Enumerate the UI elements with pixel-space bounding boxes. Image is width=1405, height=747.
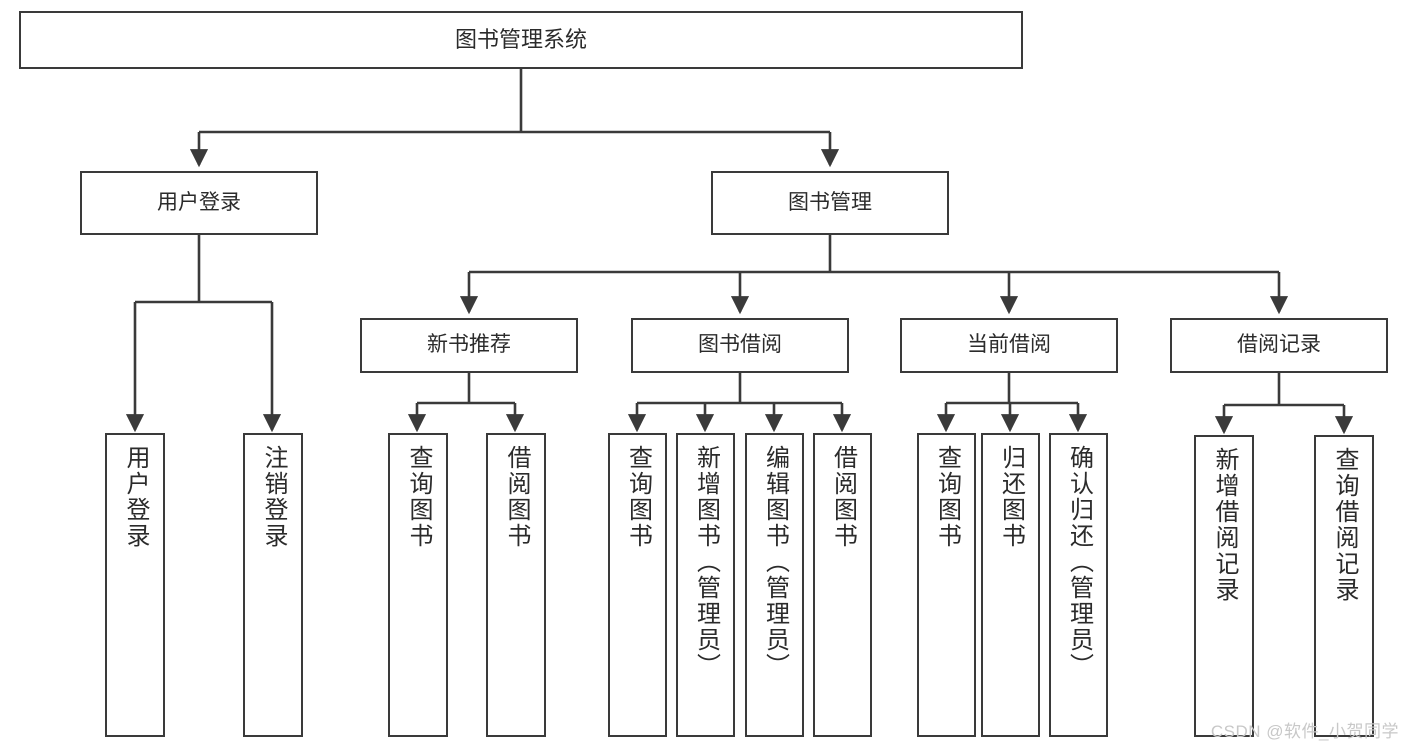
node-borrow-record-label: 借阅记录 — [1237, 333, 1321, 357]
node-leaf-book-borrow-add-label: 新增图书（管理员） — [692, 445, 720, 679]
node-book-management-label: 图书管理 — [788, 190, 872, 214]
node-leaf-book-borrow-query[interactable]: 查询图书 — [608, 433, 667, 737]
node-current-borrow-label: 当前借阅 — [967, 333, 1051, 357]
node-leaf-current-borrow-return[interactable]: 归还图书 — [981, 433, 1040, 737]
node-leaf-user-login-signout[interactable]: 注销登录 — [243, 433, 303, 737]
node-leaf-current-borrow-confirm[interactable]: 确认归还（管理员） — [1049, 433, 1108, 737]
node-root-book-management-system[interactable]: 图书管理系统 — [19, 11, 1023, 69]
node-leaf-book-borrow-query-label: 查询图书 — [624, 445, 652, 549]
node-root-label: 图书管理系统 — [454, 27, 587, 53]
node-leaf-borrow-record-query[interactable]: 查询借阅记录 — [1314, 435, 1374, 737]
node-book-borrow[interactable]: 图书借阅 — [631, 318, 849, 373]
node-user-login[interactable]: 用户登录 — [80, 171, 318, 235]
node-leaf-new-book-query-label: 查询图书 — [405, 445, 432, 549]
node-leaf-user-login-signin-label: 用户登录 — [122, 445, 149, 549]
node-leaf-book-borrow-edit[interactable]: 编辑图书（管理员） — [745, 433, 804, 737]
node-leaf-borrow-record-query-label: 查询借阅记录 — [1331, 447, 1358, 603]
node-leaf-current-borrow-query[interactable]: 查询图书 — [917, 433, 976, 737]
node-leaf-current-borrow-return-label: 归还图书 — [997, 445, 1025, 549]
node-leaf-new-book-query[interactable]: 查询图书 — [388, 433, 448, 737]
node-leaf-new-book-borrow[interactable]: 借阅图书 — [486, 433, 546, 737]
node-book-management[interactable]: 图书管理 — [711, 171, 949, 235]
node-leaf-book-borrow-add[interactable]: 新增图书（管理员） — [676, 433, 735, 737]
node-leaf-user-login-signin[interactable]: 用户登录 — [105, 433, 165, 737]
node-leaf-current-borrow-query-label: 查询图书 — [933, 445, 961, 549]
node-leaf-user-login-signout-label: 注销登录 — [260, 445, 287, 549]
node-user-login-label: 用户登录 — [157, 190, 241, 214]
node-borrow-record[interactable]: 借阅记录 — [1170, 318, 1388, 373]
node-leaf-book-borrow-lend[interactable]: 借阅图书 — [813, 433, 872, 737]
node-new-book-recommend-label: 新书推荐 — [427, 333, 511, 357]
node-leaf-new-book-borrow-label: 借阅图书 — [503, 445, 530, 549]
node-leaf-borrow-record-add-label: 新增借阅记录 — [1211, 447, 1238, 603]
node-leaf-book-borrow-edit-label: 编辑图书（管理员） — [761, 445, 789, 679]
node-new-book-recommend[interactable]: 新书推荐 — [360, 318, 578, 373]
node-book-borrow-label: 图书借阅 — [698, 333, 782, 357]
csdn-watermark: CSDN @软件_小贺同学 — [1210, 722, 1399, 741]
node-leaf-book-borrow-lend-label: 借阅图书 — [829, 445, 857, 549]
node-current-borrow[interactable]: 当前借阅 — [900, 318, 1118, 373]
node-leaf-borrow-record-add[interactable]: 新增借阅记录 — [1194, 435, 1254, 737]
node-leaf-current-borrow-confirm-label: 确认归还（管理员） — [1065, 445, 1093, 679]
